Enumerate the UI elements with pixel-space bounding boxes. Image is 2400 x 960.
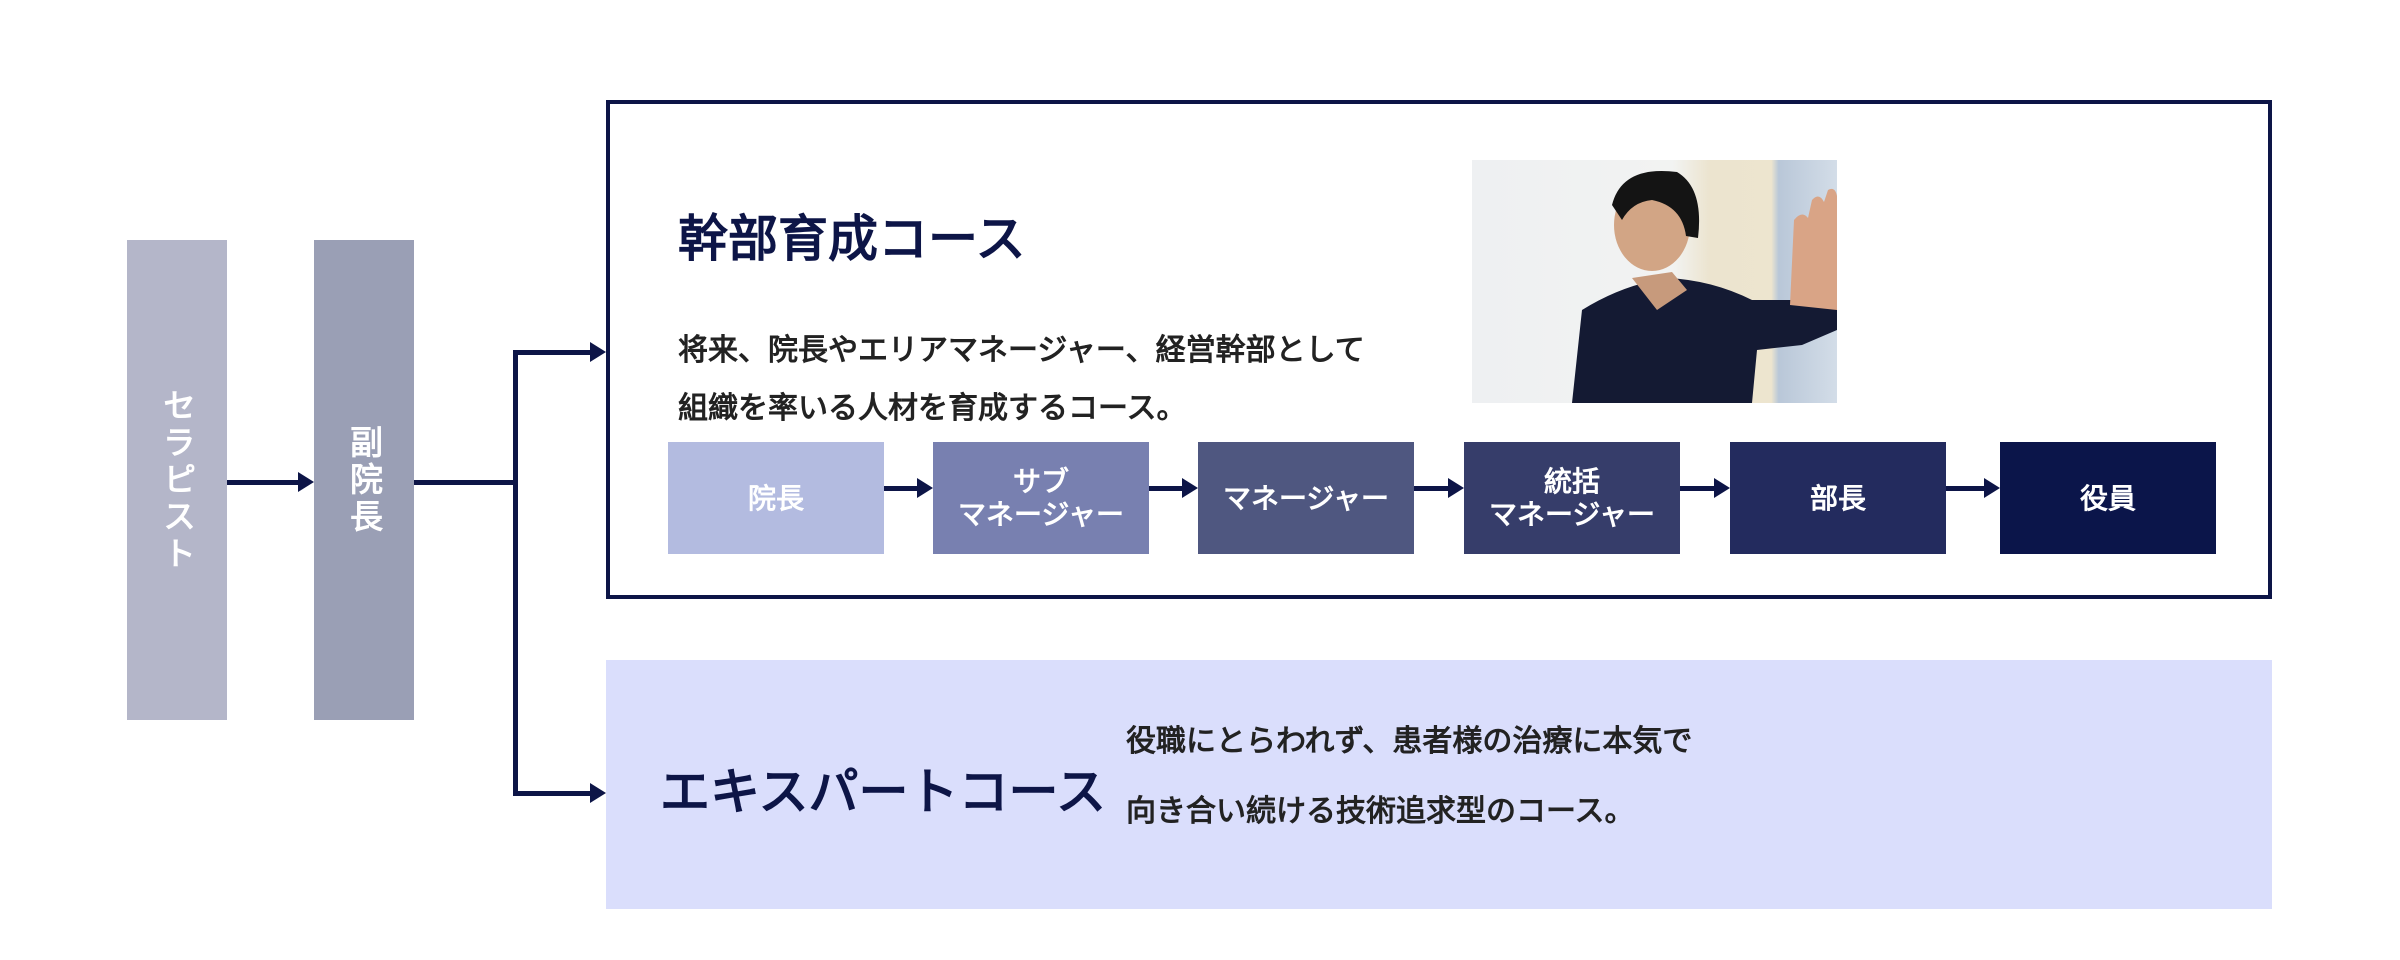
stage-vice-director-label: 副院長 [344,424,384,536]
step-arrow-shaft [1680,486,1716,491]
expert-course-description-line2: 向き合い続ける技術追求型のコース。 [1126,794,1635,829]
step-department-head: 部長 [1730,442,1946,554]
stage-therapist: セラピスト [127,240,227,720]
step-director: 院長 [668,442,884,554]
expert-course-title: エキスパートコース [660,763,1106,821]
management-course-description-line1: 将来、院長やエリアマネージャー、経営幹部として [678,333,1365,368]
arrow-right-icon [1984,478,2000,498]
step-label: 部長 [1809,481,1866,515]
arrow-right-icon [1714,478,1730,498]
step-label: マネージャー [1222,481,1390,515]
arrow-right-icon [590,783,606,803]
arrow-right-icon [298,472,314,492]
step-arrow-shaft [1414,486,1450,491]
step-label: 統括 マネージャー [1488,465,1656,531]
step-label: サブ マネージャー [957,465,1125,531]
arrow-right-icon [590,342,606,362]
step-label: 院長 [747,481,804,515]
step-arrow-shaft [1149,486,1185,491]
step-arrow-shaft [884,486,920,491]
arrow-right-icon [1182,478,1198,498]
step-general-manager: 統括 マネージャー [1464,442,1680,554]
connector-horizontal [414,480,517,485]
arrow-therapist-to-vice-shaft [227,480,301,485]
stage-vice-director: 副院長 [314,240,414,720]
management-course-description-line2: 組織を率いる人材を育成するコース。 [678,391,1187,426]
step-sub-manager: サブ マネージャー [933,442,1149,554]
stage-therapist-label: セラピスト [157,387,197,573]
step-executive: 役員 [2000,442,2216,554]
connector-vertical [513,350,518,796]
expert-course-description-line1: 役職にとらわれず、患者様の治療に本気で [1126,724,1693,759]
expert-course-panel [606,660,2272,909]
step-label: 役員 [2079,481,2136,515]
photo-therapist-image [1472,160,1837,403]
step-manager: マネージャー [1198,442,1414,554]
branch-to-management-shaft [513,350,593,355]
branch-to-expert-shaft [513,791,593,796]
management-course-title: 幹部育成コース [678,210,1026,268]
person-photo-icon [1572,170,1837,403]
arrow-right-icon [1448,478,1464,498]
arrow-right-icon [917,478,933,498]
step-arrow-shaft [1946,486,1984,491]
